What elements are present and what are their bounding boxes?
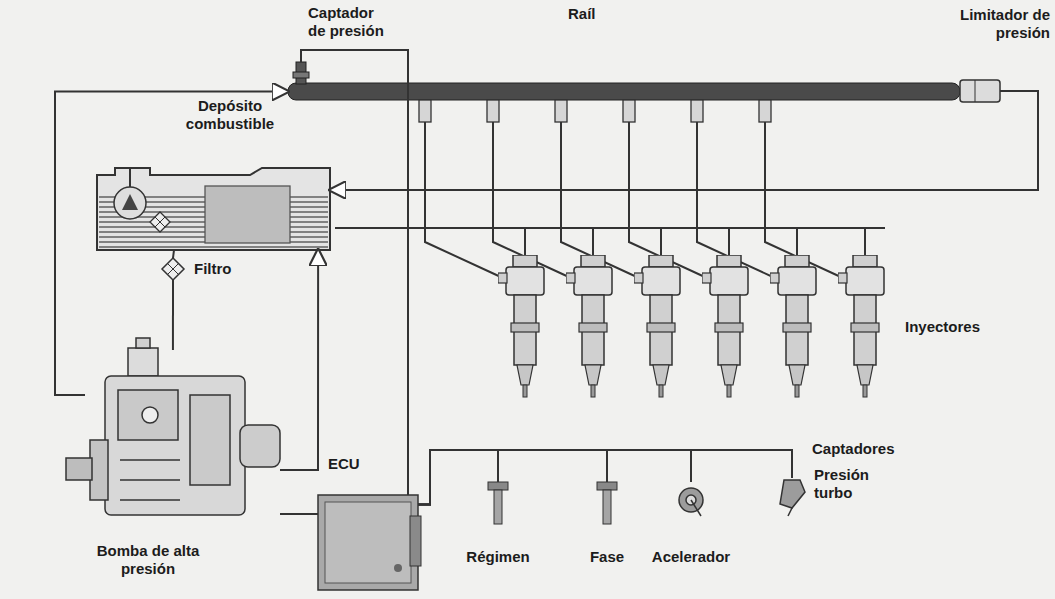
fuel-or-signal-line	[280, 513, 318, 515]
injectors	[498, 255, 884, 397]
component-label: Raíl	[568, 5, 628, 23]
high-pressure-pump	[66, 338, 280, 515]
limiter-detail	[975, 80, 976, 102]
tank-node: Depósito combustible	[97, 175, 330, 250]
phase-sensor	[597, 482, 617, 524]
component-label: Régimen	[448, 548, 548, 566]
ecu-node: ECU	[318, 495, 418, 590]
sensor-node: Fase	[597, 482, 617, 524]
component-label: Acelerador	[636, 548, 746, 566]
fuel-or-signal-line	[301, 50, 408, 495]
limiter-node: Limitador de presión	[960, 80, 1000, 102]
component-label: Filtro	[194, 260, 254, 278]
fuel-or-signal-line	[173, 250, 174, 258]
component-label: Presión turbo	[814, 466, 876, 502]
speed-sensor	[488, 482, 508, 524]
fuel-or-signal-line	[418, 450, 691, 505]
sensor-nut	[293, 72, 309, 78]
sensor-node: Acelerador	[678, 482, 704, 518]
rail-node: Raíl	[288, 83, 960, 100]
fuel-or-signal-line	[55, 92, 288, 396]
ecu-box	[318, 495, 421, 590]
component-label: Bomba de alta presión	[93, 542, 203, 578]
fuel-or-signal-line	[330, 91, 1038, 190]
component-label: Fase	[557, 548, 657, 566]
sensor-node: Presión turbo	[780, 478, 804, 512]
part-label: Inyectores	[905, 318, 1005, 336]
component-label: ECU	[328, 455, 388, 473]
rail	[288, 83, 960, 100]
rail-fittings	[419, 100, 771, 122]
pressure-limiter	[960, 80, 1000, 102]
fuel-filter	[162, 258, 184, 280]
bus-label: Captadores	[812, 440, 922, 458]
return-line	[335, 227, 885, 229]
turbo-pressure-sensor	[780, 480, 805, 516]
pressure-sensor-node: Captador de presión	[296, 62, 306, 84]
pump-node: Bomba de alta presión	[85, 350, 280, 525]
fuel-or-signal-line	[418, 450, 792, 505]
fuel-tank	[97, 168, 330, 250]
component-label: Depósito combustible	[185, 97, 275, 133]
component-label: Captador de presión	[308, 4, 388, 40]
fuel-or-signal-line	[172, 280, 174, 350]
sensor-node: Régimen	[488, 482, 508, 524]
accelerator-sensor	[679, 488, 703, 516]
component-label: Limitador de presión	[960, 6, 1050, 42]
fuel-or-signal-line	[280, 250, 318, 470]
fuel-or-signal-line	[418, 450, 607, 505]
filter-node: Filtro	[162, 258, 184, 280]
